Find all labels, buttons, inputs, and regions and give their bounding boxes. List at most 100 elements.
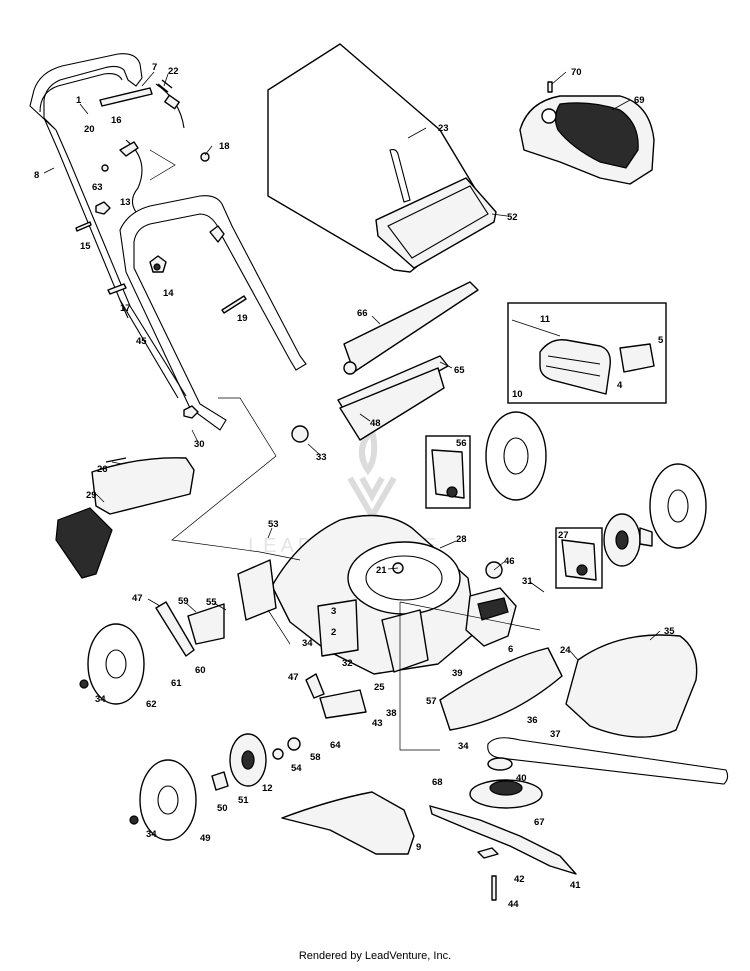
callout-34-left-rear: 34 <box>95 694 106 705</box>
callout-14: 14 <box>163 288 174 299</box>
callout-15: 15 <box>80 241 91 252</box>
footer-credit: Rendered by LeadVenture, Inc. <box>298 950 452 962</box>
mower-blade <box>429 805 577 901</box>
callout-38: 38 <box>386 708 397 719</box>
engine-cover-right <box>565 634 698 738</box>
callout-23: 23 <box>438 123 449 134</box>
callout-66: 66 <box>357 308 368 319</box>
callout-12: 12 <box>262 783 273 794</box>
callout-41: 41 <box>570 880 581 891</box>
callout-3: 3 <box>331 606 336 617</box>
callout-48: 48 <box>370 418 381 429</box>
engine-shroud <box>519 81 655 185</box>
callout-11: 11 <box>540 314 551 325</box>
callout-16: 16 <box>111 115 122 126</box>
callout-50: 50 <box>217 803 228 814</box>
wheel-right-rear <box>485 411 547 501</box>
callout-49: 49 <box>200 833 211 844</box>
callout-69: 69 <box>634 95 645 106</box>
handle-hardware <box>75 79 247 419</box>
callout-34-left-front: 34 <box>146 829 157 840</box>
mulch-kit-box <box>507 302 667 404</box>
grass-bag <box>267 43 497 273</box>
callout-13: 13 <box>120 197 131 208</box>
callout-9: 9 <box>416 842 421 853</box>
rear-shield <box>291 281 479 443</box>
drive-belt <box>487 737 729 785</box>
callout-7: 7 <box>152 62 157 73</box>
callout-43: 43 <box>372 718 383 729</box>
callout-65: 65 <box>454 365 465 376</box>
callout-47-lower: 47 <box>288 672 299 683</box>
callout-67: 67 <box>534 817 545 828</box>
rear-discharge-plug <box>55 457 195 579</box>
callout-39: 39 <box>452 668 463 679</box>
callout-19: 19 <box>237 313 248 324</box>
wheel-left-rear <box>79 623 145 705</box>
callout-45: 45 <box>136 336 147 347</box>
callout-58: 58 <box>310 752 321 763</box>
drive-gear-right <box>603 513 653 567</box>
callout-61: 61 <box>171 678 182 689</box>
callout-60: 60 <box>195 665 206 676</box>
callout-25: 25 <box>374 682 385 693</box>
callout-36: 36 <box>527 715 538 726</box>
callout-26: 26 <box>97 464 108 475</box>
callout-34-chute: 34 <box>458 741 469 752</box>
callout-4: 4 <box>617 380 623 391</box>
callout-44: 44 <box>508 899 519 910</box>
callout-27: 27 <box>558 530 569 541</box>
callout-53: 53 <box>268 519 279 530</box>
wheel-right-front <box>649 463 707 549</box>
callout-40: 40 <box>516 773 527 784</box>
callout-1: 1 <box>76 95 82 106</box>
callout-70: 70 <box>571 67 582 78</box>
callout-46: 46 <box>504 556 515 567</box>
callout-numbers: 1 7 22 20 16 18 8 63 13 15 14 17 19 45 3… <box>34 62 675 910</box>
callout-21: 21 <box>376 565 387 576</box>
callout-5: 5 <box>658 335 664 346</box>
callout-62: 62 <box>146 699 157 710</box>
wheel-left-front <box>129 759 197 841</box>
height-adjust-bracket-rear <box>425 435 471 509</box>
callout-37: 37 <box>550 729 561 740</box>
callout-24: 24 <box>560 645 571 656</box>
callout-54: 54 <box>291 763 302 774</box>
callout-35: 35 <box>664 626 675 637</box>
callout-20: 20 <box>84 124 95 135</box>
callout-30: 30 <box>194 439 205 450</box>
callout-31: 31 <box>522 576 533 587</box>
chute-36 <box>439 647 563 731</box>
callout-22: 22 <box>168 66 179 77</box>
callout-2: 2 <box>331 627 336 638</box>
callout-28: 28 <box>456 534 467 545</box>
callout-29: 29 <box>86 490 97 501</box>
callout-34-deck: 34 <box>302 638 313 649</box>
engine-drive <box>465 561 517 647</box>
blade-adapter <box>469 757 543 809</box>
mulch-plate <box>281 791 415 855</box>
callout-42: 42 <box>514 874 525 885</box>
callout-leaders <box>43 71 661 661</box>
callout-63: 63 <box>92 182 103 193</box>
drive-gear-left <box>211 733 267 791</box>
upper-handle <box>29 53 187 399</box>
callout-68: 68 <box>432 777 443 788</box>
callout-10: 10 <box>512 389 523 400</box>
callout-33: 33 <box>316 452 327 463</box>
callout-8: 8 <box>34 170 39 181</box>
callout-18: 18 <box>219 141 230 152</box>
callout-17: 17 <box>120 303 131 314</box>
height-adjust-bracket-front <box>555 527 603 589</box>
callout-6: 6 <box>508 644 513 655</box>
callout-52: 52 <box>507 212 518 223</box>
callout-55: 55 <box>206 597 217 608</box>
callout-59: 59 <box>178 596 189 607</box>
callout-32: 32 <box>342 658 353 669</box>
mower-deck <box>271 514 477 675</box>
callout-56: 56 <box>456 438 467 449</box>
callout-64: 64 <box>330 740 341 751</box>
height-lever-left <box>155 559 367 760</box>
callout-47-upper: 47 <box>132 593 143 604</box>
